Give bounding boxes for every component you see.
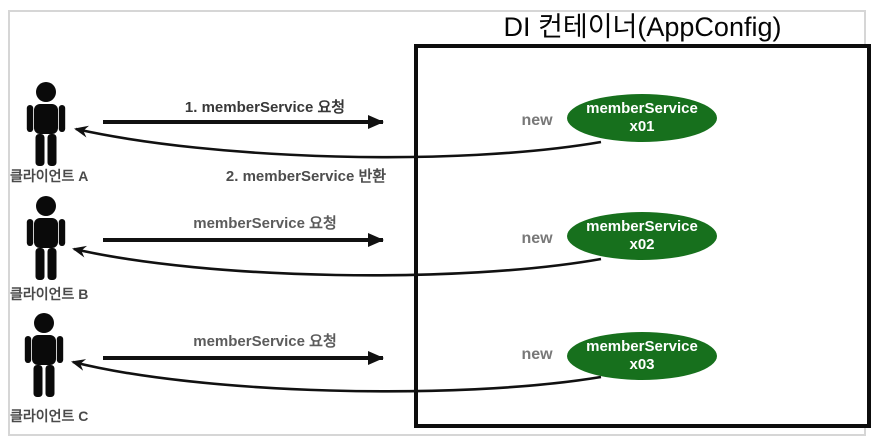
request-label-b: memberService 요청: [193, 215, 337, 232]
di-container-title: DI 컨테이너(AppConfig): [503, 12, 782, 42]
new-keyword-a: new: [521, 112, 553, 129]
instance-id: x01: [629, 118, 655, 135]
instance-id: x02: [629, 236, 655, 253]
new-keyword-b: new: [521, 230, 553, 247]
request-label-c: memberService 요청: [193, 333, 337, 350]
return-label-a: 2. memberService 반환: [225, 168, 387, 185]
service-name: memberService: [586, 100, 698, 117]
client-a-label: 클라이언트 A: [10, 168, 89, 184]
member-service-instance-x02: memberService x02: [567, 212, 717, 260]
member-service-instance-x01: memberService x01: [567, 94, 717, 142]
new-keyword-c: new: [521, 346, 553, 363]
request-label-a: 1. memberService 요청: [184, 99, 346, 116]
client-b-label: 클라이언트 B: [10, 286, 89, 302]
service-name: memberService: [586, 338, 698, 355]
member-service-instance-x03: memberService x03: [567, 332, 717, 380]
client-c-label: 클라이언트 C: [10, 408, 89, 424]
service-name: memberService: [586, 218, 698, 235]
instance-id: x03: [629, 356, 655, 373]
